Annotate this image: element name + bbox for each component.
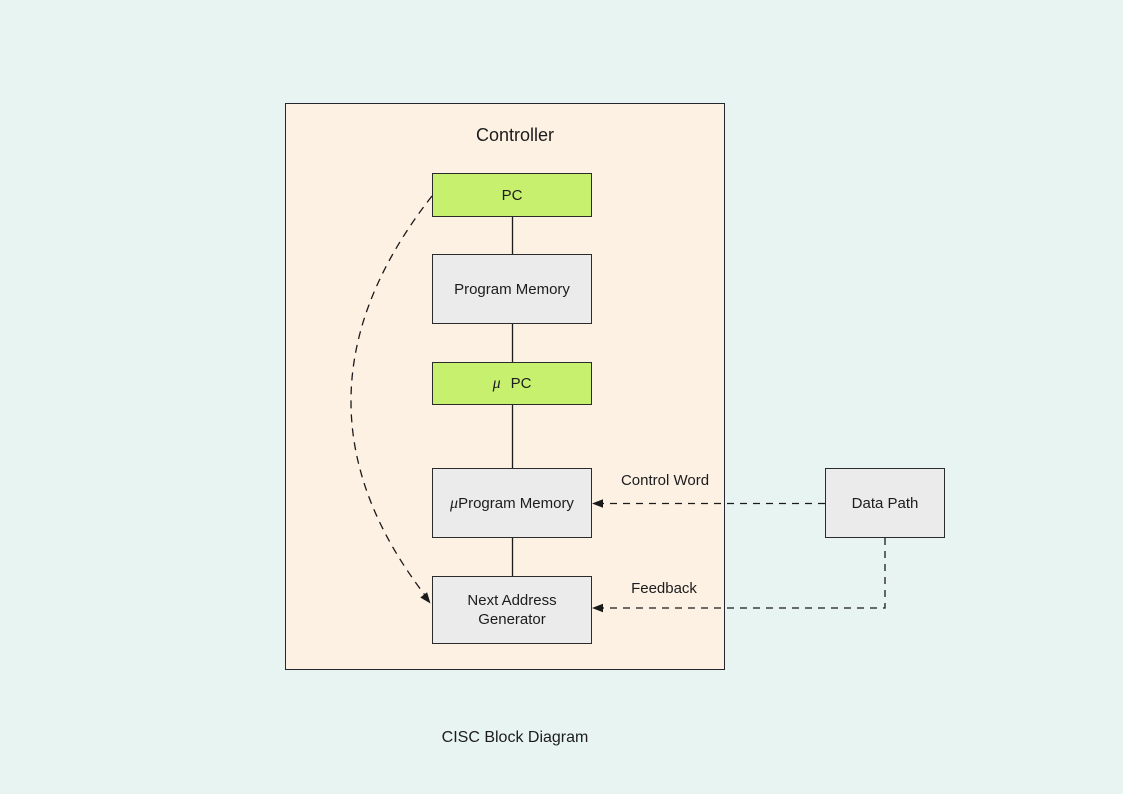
node-micro-pc: μ PC: [432, 362, 592, 405]
node-label: Data Path: [851, 494, 919, 512]
node-program-memory: Program Memory: [432, 254, 592, 324]
edge-label-control-word: Control Word: [620, 472, 710, 489]
node-label: PC: [510, 375, 532, 392]
node-label: PC: [501, 186, 523, 204]
node-label: Program Memory: [454, 280, 570, 298]
node-pc: PC: [432, 173, 592, 217]
controller-title: Controller: [475, 125, 555, 145]
edge-label-feedback: Feedback: [631, 580, 697, 597]
node-next-address-generator: Next Address Generator: [432, 576, 592, 644]
node-label: Program Memory: [458, 494, 574, 512]
mu-symbol: μ: [492, 375, 501, 392]
mu-symbol: μ: [450, 494, 459, 512]
diagram-caption: CISC Block Diagram: [441, 729, 589, 746]
node-label: Next Address Generator: [467, 592, 557, 628]
node-data-path: Data Path: [825, 468, 945, 538]
